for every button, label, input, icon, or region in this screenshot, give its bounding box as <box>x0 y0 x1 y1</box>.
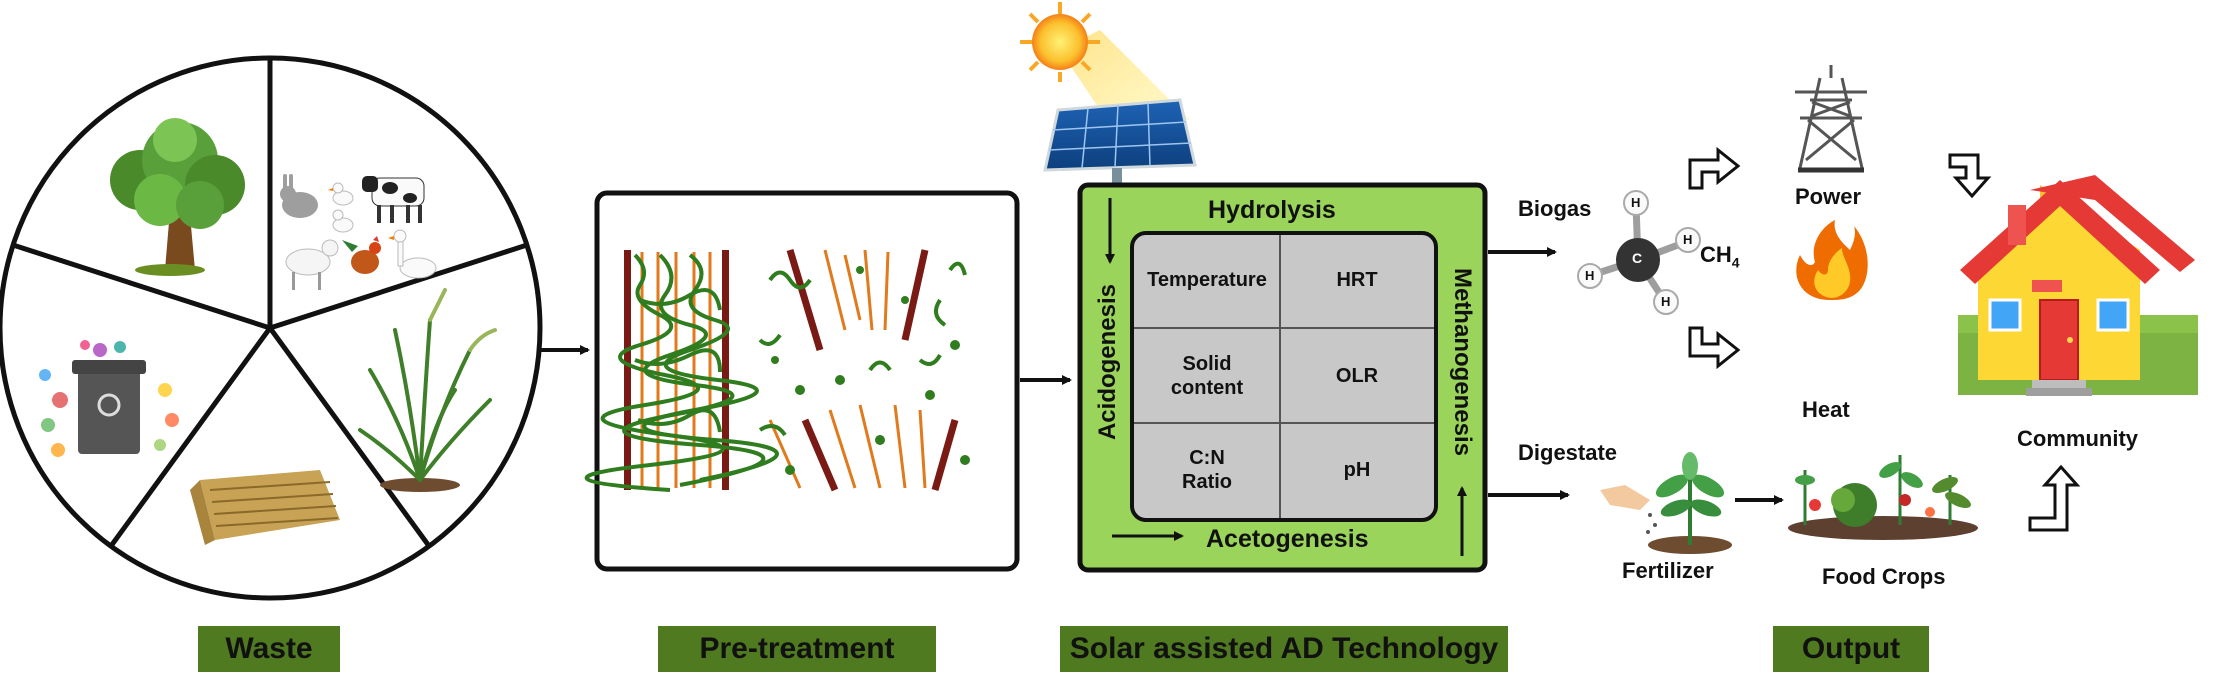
label-methanogenesis: Methanogenesis <box>1449 267 1476 457</box>
solar-panel-icon <box>1043 98 1197 184</box>
arrow-to-power <box>1688 146 1741 190</box>
grass-icon <box>358 288 497 492</box>
stage-label-waste: Waste <box>198 626 340 672</box>
label-fertilizer: Fertilizer <box>1622 558 1714 583</box>
label-hydrogen-atom-top: H <box>1631 195 1641 210</box>
arrow-to-heat <box>1688 326 1741 370</box>
fiber-bundle-icon <box>584 248 970 492</box>
label-community: Community <box>2017 426 2138 451</box>
label-hydrogen-atom-left: H <box>1585 268 1595 283</box>
label-carbon-atom: C <box>1632 250 1643 266</box>
tree-icon <box>110 118 245 276</box>
label-biogas: Biogas <box>1518 196 1592 221</box>
label-hydrogen-atom-right: H <box>1683 232 1693 247</box>
label-power: Power <box>1795 184 1862 209</box>
livestock-icon <box>280 174 437 290</box>
trash-bin-icon <box>39 340 179 457</box>
arrow-power-to-community <box>1948 153 1992 199</box>
param-temperature: Temperature <box>1147 269 1267 291</box>
param-olr: OLR <box>1335 365 1379 387</box>
stage-label-pretreatment: Pre-treatment <box>658 626 936 672</box>
fire-icon <box>1796 220 1868 300</box>
stage-label-solar-ad: Solar assisted AD Technology <box>1060 626 1508 672</box>
label-digestate: Digestate <box>1518 440 1618 465</box>
param-hrt: HRT <box>1336 269 1378 291</box>
transmission-tower-icon <box>1795 65 1867 173</box>
label-food-crops: Food Crops <box>1822 564 1946 589</box>
fertilizer-icon <box>1600 452 1732 554</box>
label-acidogenesis: Acidogenesis <box>1094 283 1121 441</box>
label-hydrolysis: Hydrolysis <box>1208 196 1336 224</box>
arrow-crops-to-community <box>2028 464 2081 532</box>
label-heat: Heat <box>1802 397 1850 422</box>
food-crops-icon <box>1788 455 1978 540</box>
community-houses-icon <box>1958 175 2198 396</box>
pretreatment-box <box>594 190 1020 572</box>
label-hydrogen-atom-bottom: H <box>1661 294 1671 309</box>
hay-bale-icon <box>190 470 340 545</box>
param-ph: pH <box>1343 459 1371 481</box>
methane-molecule-icon <box>1577 190 1701 315</box>
label-acetogenesis: Acetogenesis <box>1206 525 1369 553</box>
parameter-grid <box>1130 231 1438 522</box>
label-methane: CH4 <box>1700 242 1740 271</box>
stage-label-output: Output <box>1773 626 1929 672</box>
